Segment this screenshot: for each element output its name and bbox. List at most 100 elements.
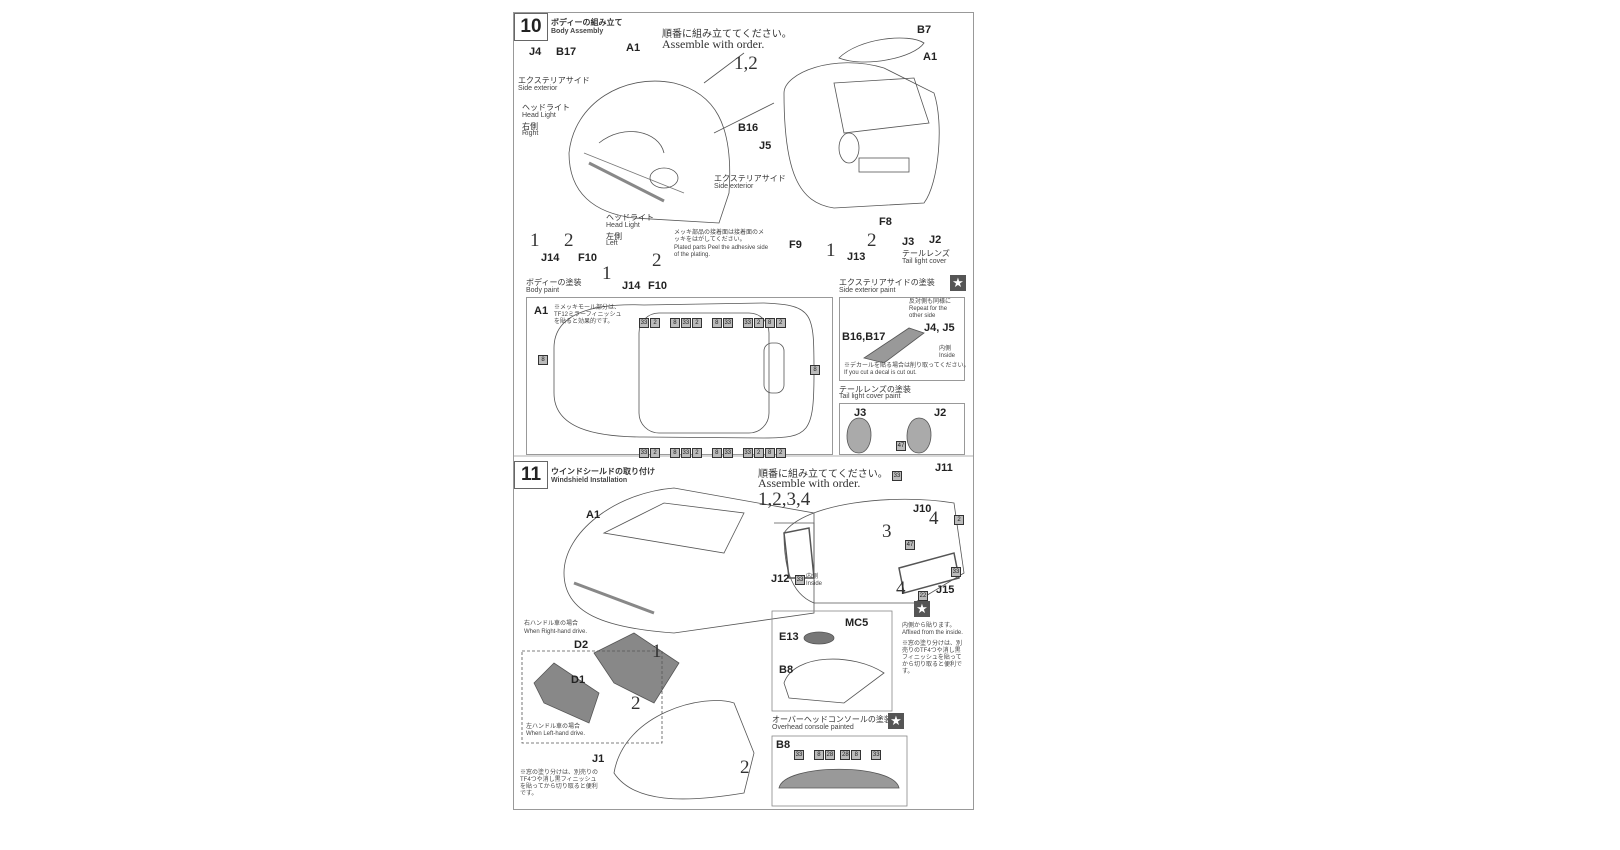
lhd-label-jp: 左ハンドル車の場合	[526, 724, 581, 730]
label-jp: ヘッドライト	[606, 213, 654, 222]
color-code: 2	[775, 448, 786, 458]
part-label: E13	[779, 631, 799, 643]
label-en: Side exterior	[518, 85, 558, 92]
star-icon: ★	[888, 713, 904, 729]
color-code: 33	[742, 318, 753, 328]
star-icon: ★	[950, 275, 966, 291]
color-code: 2	[753, 318, 764, 328]
color-code: 33	[722, 318, 733, 328]
step-marker: 4	[929, 508, 939, 529]
part-label: J11	[935, 462, 953, 474]
color-code: 33	[680, 318, 691, 328]
color-code: 2	[650, 318, 660, 328]
order-jp: 順番に組み立ててください。	[662, 29, 792, 40]
color-code: 8	[711, 448, 722, 458]
tail-paint-title-jp: テールレンズの塗装	[839, 385, 911, 394]
color-code: 22	[918, 591, 928, 601]
side-paint-title-jp: エクステリアサイドの塗装	[839, 278, 935, 287]
label-jp: ヘッドライト	[522, 103, 570, 112]
color-code: 33	[742, 448, 753, 458]
decal-note-jp: ※デカールを貼る場合は削り取ってください。	[844, 363, 970, 369]
part-label: J12	[771, 573, 790, 585]
tail-paint-panel	[839, 403, 965, 455]
repeat-note-jp: 反対側も同様に	[909, 299, 952, 305]
inside-label-jp: 内側	[939, 346, 952, 352]
color-code: 33	[639, 318, 649, 328]
part-label: J4	[529, 46, 542, 58]
color-code: 8	[669, 448, 680, 458]
color-code: 8	[669, 318, 680, 328]
label-en: Right	[522, 130, 539, 137]
order-en: Assemble with order.	[758, 476, 861, 490]
color-code: 8	[813, 750, 824, 760]
tail-paint-title-en: Tail light cover paint	[839, 393, 901, 400]
color-code: 47	[896, 441, 906, 451]
part-label: B8	[776, 739, 791, 751]
part-label: J10	[913, 503, 932, 515]
inside-label-jp: 内側	[806, 574, 819, 580]
color-code: 33	[871, 750, 882, 760]
color-code: 33	[892, 471, 902, 481]
part-label: J3	[902, 236, 915, 248]
part-label: J14	[622, 280, 641, 292]
color-code: 8	[538, 355, 548, 365]
affixed-note-jp: 内側から貼ります。	[902, 623, 956, 629]
color-code: 2	[954, 515, 964, 525]
color-code: 8	[764, 318, 775, 328]
color-code: 33	[722, 448, 733, 458]
part-label: F10	[578, 252, 597, 264]
overhead-title-en: Overhead console painted	[772, 724, 854, 731]
inside-label-en: Inside	[806, 581, 823, 587]
step-number: 11	[514, 461, 548, 489]
instruction-sheet: 10 ボディーの組み立て Body Assembly 順番に組み立ててください。…	[513, 12, 974, 810]
body-paint-note: ※メッキモール部分は、TF12ミラーフィニッシュを貼ると効果的です。	[554, 305, 622, 325]
label-en: Tail light cover	[902, 258, 947, 265]
label-en: Left	[606, 240, 618, 247]
part-label: J15	[936, 584, 955, 596]
rhd-label-jp: 右ハンドル車の場合	[524, 621, 579, 627]
step-marker: 2	[564, 230, 574, 251]
color-code: 47	[905, 540, 915, 550]
label-en: Head Light	[522, 112, 556, 119]
step-marker: 1	[602, 263, 612, 284]
part-label: B17	[556, 46, 577, 58]
step-marker: 2	[631, 693, 641, 714]
label-en: Side exterior	[714, 183, 754, 190]
step-marker: 3	[882, 521, 892, 542]
part-label: J1	[592, 753, 605, 765]
decal-note-en: If you cut a decal is cut out.	[844, 370, 917, 376]
overhead-title-jp: オーバーヘッドコンソールの塗装	[772, 715, 892, 724]
color-code: 33	[951, 567, 961, 577]
part-label: B7	[917, 24, 932, 36]
label-jp: 左側	[606, 232, 622, 241]
body-paint-title-jp: ボディーの塗装	[526, 278, 582, 287]
label-jp: エクステリアサイド	[714, 174, 786, 183]
part-label: J13	[847, 251, 866, 263]
rhd-label-en: When Right-hand drive.	[524, 629, 588, 635]
step-title-en: Body Assembly	[551, 28, 604, 35]
color-code: 2	[650, 448, 660, 458]
step-marker: 1	[652, 641, 662, 662]
order-seq: 1,2,3,4	[758, 489, 811, 510]
part-label: J4, J5	[924, 322, 955, 334]
color-code: 28	[840, 750, 851, 760]
label-jp: テールレンズ	[902, 249, 950, 258]
repeat-note-en: Repeat for the other side	[909, 306, 948, 319]
part-label: J2	[929, 234, 942, 246]
color-code: 28	[824, 750, 835, 760]
part-label: J5	[759, 140, 772, 152]
part-label: B8	[779, 664, 794, 676]
inside-label-en: Inside	[939, 353, 956, 359]
plating-note-en: Plated parts Peel the adhesive side of t…	[674, 245, 769, 258]
body-paint-title-en: Body paint	[526, 287, 560, 294]
step-marker: 2	[867, 230, 877, 251]
label-en: Head Light	[606, 222, 640, 229]
part-label: F10	[648, 280, 667, 292]
color-code: 2	[691, 448, 702, 458]
part-label: B16,B17	[842, 331, 886, 343]
order-jp: 順番に組み立ててください。	[758, 469, 888, 480]
side-paint-panel	[839, 297, 965, 381]
